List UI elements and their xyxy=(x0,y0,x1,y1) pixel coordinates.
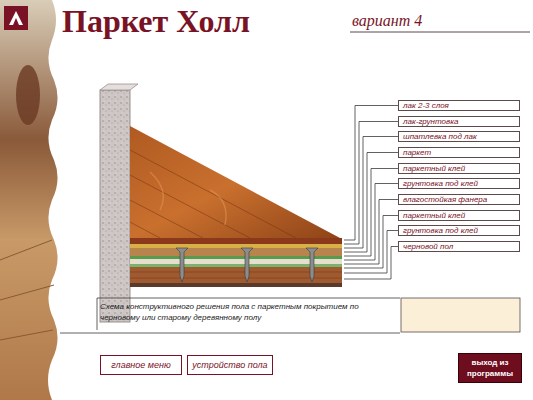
node-text: паркетный клей xyxy=(403,211,465,220)
layer-label-box: лак 2-3 слоя xyxy=(398,100,520,111)
menu-button: устройство пола xyxy=(187,355,273,375)
exit-button: выход из программы xyxy=(458,353,522,383)
node-text: шпатлевка под лак xyxy=(403,132,477,141)
node-text: черновой пол xyxy=(403,242,453,251)
node-text: устройство пола xyxy=(192,360,267,370)
logo xyxy=(4,6,28,30)
page-title: Паркет Холл xyxy=(62,2,250,40)
node-text: паркетный клей xyxy=(403,164,465,173)
screws xyxy=(176,248,318,282)
node-text: паркет xyxy=(403,148,431,157)
vase-shape xyxy=(16,65,40,125)
layer-label-box: паркетный клей xyxy=(398,163,520,174)
leader-lines xyxy=(344,106,398,280)
info-box xyxy=(401,298,520,332)
layer-label-box: грунтовка под клей xyxy=(398,178,520,189)
variant-label: вариант 4 xyxy=(352,12,422,30)
node-text: выход из программы xyxy=(463,357,517,379)
layer-label-box: паркетный клей xyxy=(398,210,520,221)
parquet-surface xyxy=(130,126,340,238)
photo-strip xyxy=(0,0,58,400)
node-text: лак-грунтовка xyxy=(403,117,458,126)
layer-label-box: грунтовка под клей xyxy=(398,225,520,236)
layer-label-box: лак-грунтовка xyxy=(398,116,520,127)
node-text: главное меню xyxy=(111,360,170,370)
layer-label-box: паркет xyxy=(398,147,520,158)
layer-label-box: влагостойкая фанера xyxy=(398,194,520,205)
title-rule xyxy=(350,32,530,33)
node-text: влагостойкая фанера xyxy=(403,195,487,204)
wall xyxy=(100,90,130,322)
layer-label-box: черновой пол xyxy=(398,241,520,252)
menu-button: главное меню xyxy=(100,355,182,375)
node-text: лак 2-3 слоя xyxy=(403,101,449,110)
node-text: грунтовка под клей xyxy=(403,226,478,235)
caption: Схема конструктивного решения пола с пар… xyxy=(100,301,390,323)
layer-label-box: шпатлевка под лак xyxy=(398,131,520,142)
parquet-layer xyxy=(130,238,342,244)
node-text: грунтовка под клей xyxy=(403,179,478,188)
